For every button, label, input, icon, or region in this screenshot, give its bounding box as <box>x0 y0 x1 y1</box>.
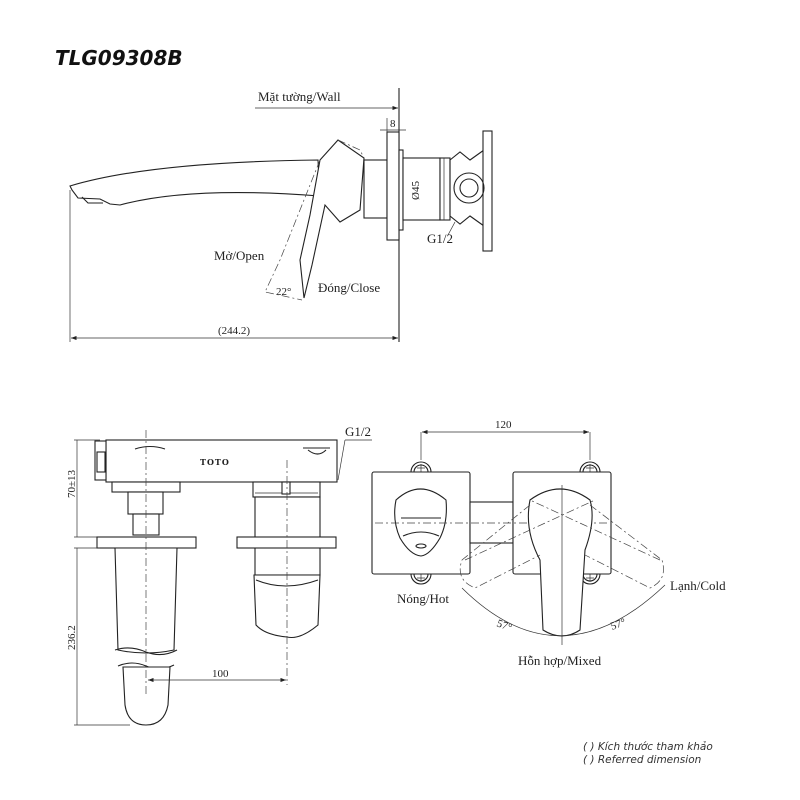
spout <box>69 159 321 206</box>
thread-label-side: G1/2 <box>427 231 453 246</box>
model-title: TLG09308B <box>55 46 183 70</box>
mount-bracket <box>482 130 493 252</box>
offset-dimension: 100 <box>212 668 229 680</box>
wall-flange <box>386 131 400 241</box>
front-view: 70±13 TOTO G1/2 236.2 100 <box>66 424 372 726</box>
spout-length-dimension: 236.2 <box>66 625 78 650</box>
lever <box>527 488 593 637</box>
spacing-dimension: 120 <box>495 419 512 431</box>
note-en: ( ) Referred dimension <box>583 754 701 766</box>
toto-logo: TOTO <box>200 457 230 467</box>
height-dimension: 70±13 <box>66 469 78 498</box>
close-label: Đóng/Close <box>318 280 380 295</box>
open-label: Mở/Open <box>214 248 265 263</box>
note-vi: ( ) Kích thước tham khảo <box>583 741 713 753</box>
length-dimension: (244.2) <box>218 325 250 337</box>
diameter-label: Ø45 <box>410 181 422 200</box>
hot-label: Nóng/Hot <box>397 591 449 606</box>
angle-label: 22° <box>276 286 291 298</box>
flange-thickness: 8 <box>390 118 396 130</box>
wall-label: Mặt tường/Wall <box>258 89 341 104</box>
handle <box>299 139 365 299</box>
hot-angle: 57° <box>495 618 514 635</box>
hot-valve-cap <box>394 488 447 557</box>
thread-label-front: G1/2 <box>345 424 371 439</box>
cold-label: Lạnh/Cold <box>670 578 726 593</box>
side-view: Mặt tường/Wall 8 Ø45 G1/2 Mở/Open 22° Đó… <box>69 88 493 342</box>
cold-angle: 57° <box>609 616 628 633</box>
top-view: 120 Nóng/Hot Lạnh/Cold 57° 57° Hỗn hợp/M… <box>371 419 726 668</box>
mixed-label: Hỗn hợp/Mixed <box>518 653 602 668</box>
